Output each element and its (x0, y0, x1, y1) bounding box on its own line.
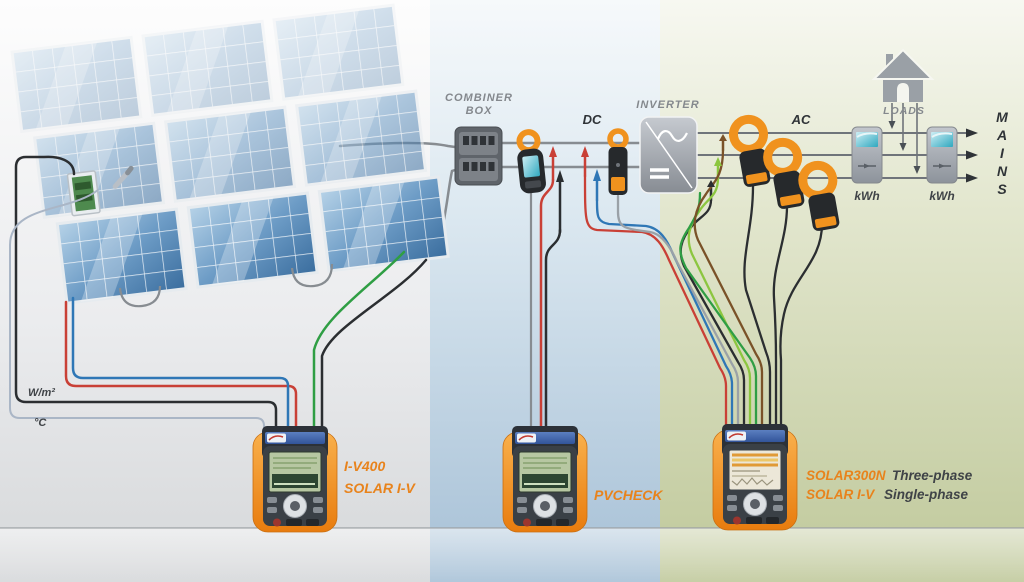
solar300n-label-model1: SOLAR300N (806, 468, 886, 483)
mains-arrowheads (966, 128, 978, 183)
wire-bundle-gray (616, 194, 740, 442)
wire-bundle-lightgreen (687, 176, 752, 442)
inverter-dc-icon (650, 168, 669, 179)
wiring-iv400 (9, 155, 428, 442)
combiner-box (454, 126, 503, 186)
kwh-label-left: kWh (854, 189, 879, 203)
wire-blue-string (71, 296, 290, 442)
iv400-label-line1: I-V400 (344, 458, 385, 474)
dc-label: DC (583, 112, 602, 127)
wire-temperature-gray (9, 189, 265, 441)
temperature-probe (112, 165, 134, 189)
wire-irradiance-black (14, 155, 278, 442)
solar-array (10, 3, 450, 305)
wire-bundle-blue (595, 198, 734, 442)
irradiance-unit-label: W/m² (28, 387, 55, 399)
solar300n-label-type2: Single-phase (884, 487, 969, 502)
ac-clamp-3 (798, 160, 840, 231)
loads-taps (891, 103, 918, 166)
wiring-string-loops (118, 263, 334, 308)
wire-bundle-brown (693, 148, 764, 442)
wire-red-string (64, 300, 298, 442)
wire-bundle-black3 (772, 204, 789, 442)
temperature-unit-label: °C (34, 417, 47, 429)
mains-letter-5: S (997, 181, 1007, 197)
floor (0, 527, 1024, 582)
house-door (897, 83, 909, 102)
instrument-solar300n (713, 424, 797, 530)
solar300n-label-type1: Three-phase (892, 468, 973, 483)
loads-label: LOADS (883, 105, 925, 117)
combiner-box-label-line1: COMBINER (445, 92, 513, 104)
wire-bundle-red (583, 174, 728, 442)
wire-black-string (320, 258, 428, 442)
wire-pvcheck-red (539, 178, 555, 442)
kwh-label-right: kWh (929, 189, 954, 203)
inverter-sine-icon (656, 130, 688, 142)
ac-clamp-1 (728, 114, 771, 187)
wire-bundle-black4 (779, 222, 824, 442)
iv400-label-line2: SOLAR I-V (344, 480, 416, 496)
mains-label: M A I N S (996, 109, 1008, 197)
loads-tap-arrowheads (888, 121, 921, 174)
mains-letter-3: I (1000, 145, 1005, 161)
probe-wires (529, 138, 824, 442)
house-icon (871, 48, 935, 102)
dc-clamp-meter (516, 129, 546, 194)
kwh-meter-right (926, 126, 958, 184)
solar300n-label-model2: SOLAR I-V (806, 487, 875, 502)
mains-letter-1: M (996, 109, 1008, 125)
instrument-pvcheck (503, 426, 587, 532)
combiner-box-label-line2: BOX (466, 105, 493, 117)
wire-bundle-black2 (743, 184, 772, 442)
pvcheck-label: PVCHECK (594, 487, 663, 503)
kwh-meter-left (851, 126, 883, 184)
ac-label: AC (791, 112, 811, 127)
wire-loop-1 (118, 285, 162, 308)
wire-green-string (312, 250, 406, 442)
mains-letter-2: A (996, 127, 1007, 143)
irradiance-sensor (66, 170, 101, 217)
inverter (639, 116, 698, 194)
dc-current-clamp (607, 128, 629, 195)
mains-letter-4: N (997, 163, 1008, 179)
wire-loop-2 (290, 263, 334, 288)
wire-pvcheck-black (544, 228, 562, 442)
probe-arrowheads (549, 134, 727, 187)
ac-clamp-2 (763, 137, 805, 209)
inverter-label: INVERTER (636, 99, 699, 111)
instrument-iv400 (253, 426, 337, 532)
